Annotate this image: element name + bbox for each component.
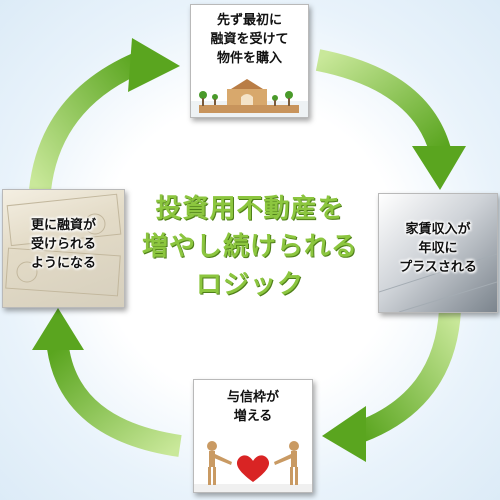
arrow-right-to-bottom — [322, 309, 461, 462]
diagram-title: 投資用不動産を 増やし続けられる ロジック — [141, 194, 358, 300]
mannequins-heart-icon — [194, 441, 312, 492]
card-credit-line: 与信枠が 増える — [193, 379, 313, 493]
arrow-top-to-right — [315, 49, 466, 190]
card-purchase-property: 先ず最初に 融資を受けて 物件を購入 — [190, 4, 309, 118]
arrow-left-to-top — [29, 38, 180, 192]
receipt-icon — [379, 253, 497, 312]
card-purchase-text: 先ず最初に 融資を受けて 物件を購入 — [210, 13, 289, 66]
card-credit-text: 与信枠が 増える — [226, 390, 279, 424]
card-rental-text: 家賃収入が 年収に プラスされる — [399, 222, 477, 275]
arrow-bottom-to-left — [32, 308, 182, 457]
card-more-financing: 更に融資が 受けられる ようになる — [2, 189, 125, 308]
wooden-house-icon — [191, 79, 308, 117]
banknotes-icon — [5, 193, 122, 297]
card-financing-text: 更に融資が 受けられる ようになる — [30, 218, 96, 271]
card-rental-income: 家賃収入が 年収に プラスされる — [378, 193, 498, 313]
